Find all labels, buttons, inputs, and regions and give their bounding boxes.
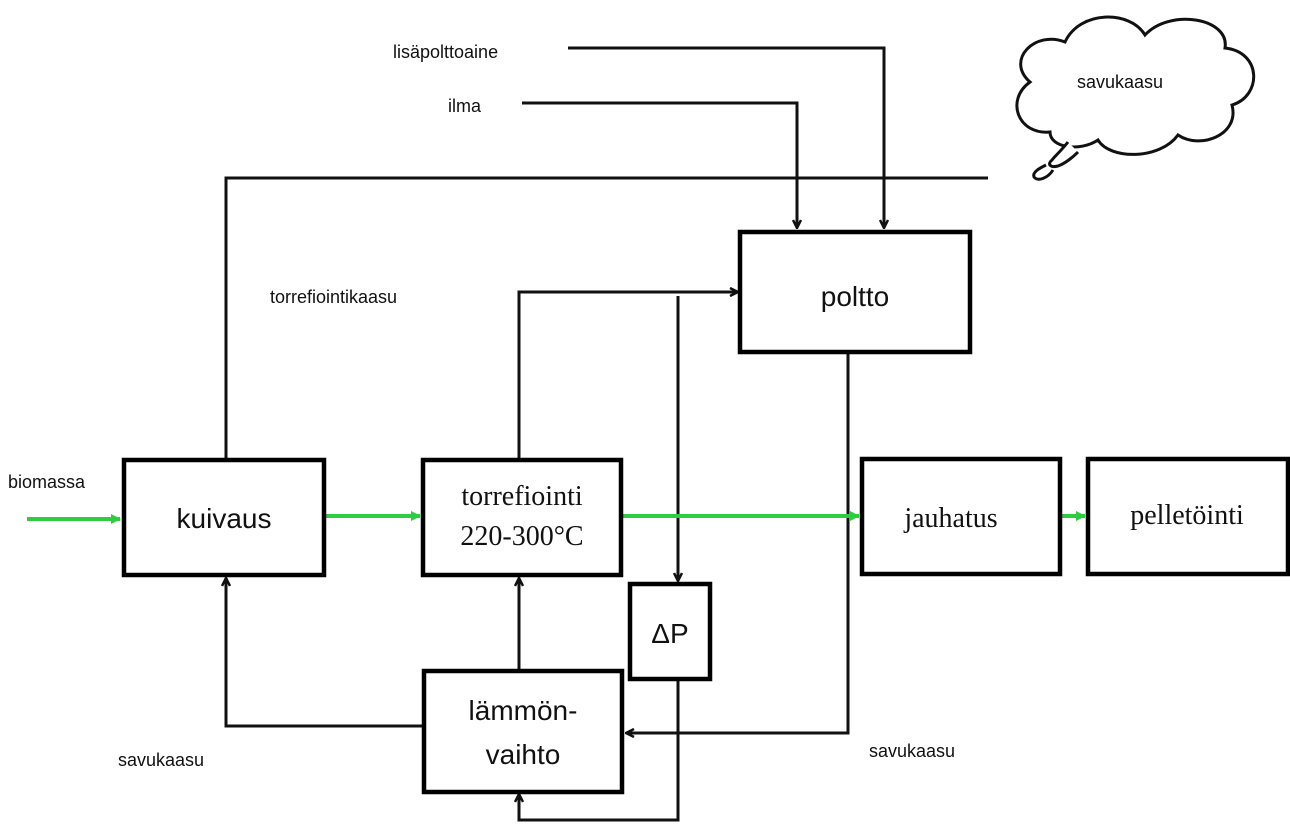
heat-to-drying-line [226, 578, 422, 728]
torrefaction-gas-line [517, 292, 738, 460]
flue-gas-cloud [1015, 15, 1256, 181]
air-line [522, 101, 797, 228]
exhaust-line [224, 176, 988, 460]
poltto-flue-line [626, 352, 850, 733]
delta-p-return-line [519, 679, 680, 822]
lammonvaihto-box [421, 668, 625, 795]
poltto-box [737, 229, 973, 355]
delta-p-box [627, 581, 713, 682]
kuivaus-box [121, 457, 327, 578]
pelletointi-box [1085, 456, 1290, 577]
lammonvaihto-label-1: lämmön- [469, 695, 578, 726]
savukaasu-left-label: savukaasu [118, 750, 204, 770]
jauhatus-box [859, 456, 1063, 577]
kuivaus-label: kuivaus [177, 503, 272, 534]
lammonvaihto-label-2: vaihto [486, 739, 561, 770]
torrefiointi-label: torrefiointi [461, 481, 583, 512]
lisapolttoaine-label: lisäpolttoaine [393, 42, 498, 62]
torrefiointikaasu-label: torrefiointikaasu [270, 287, 397, 307]
cloud-savukaasu-label: savukaasu [1077, 72, 1163, 92]
poltto-label: poltto [821, 281, 890, 312]
savukaasu-right-label: savukaasu [869, 741, 955, 761]
ilma-label: ilma [448, 96, 482, 116]
jauhatus-label: jauhatus [903, 503, 997, 534]
pelletointi-label: pelletöinti [1130, 500, 1244, 531]
torrefiointi-box [420, 457, 624, 578]
additional-fuel-line [568, 46, 884, 228]
biomassa-label: biomassa [8, 472, 86, 492]
torrefiointi-temperature: 220-300°C [460, 521, 583, 552]
delta-p-label: ΔP [651, 618, 688, 649]
